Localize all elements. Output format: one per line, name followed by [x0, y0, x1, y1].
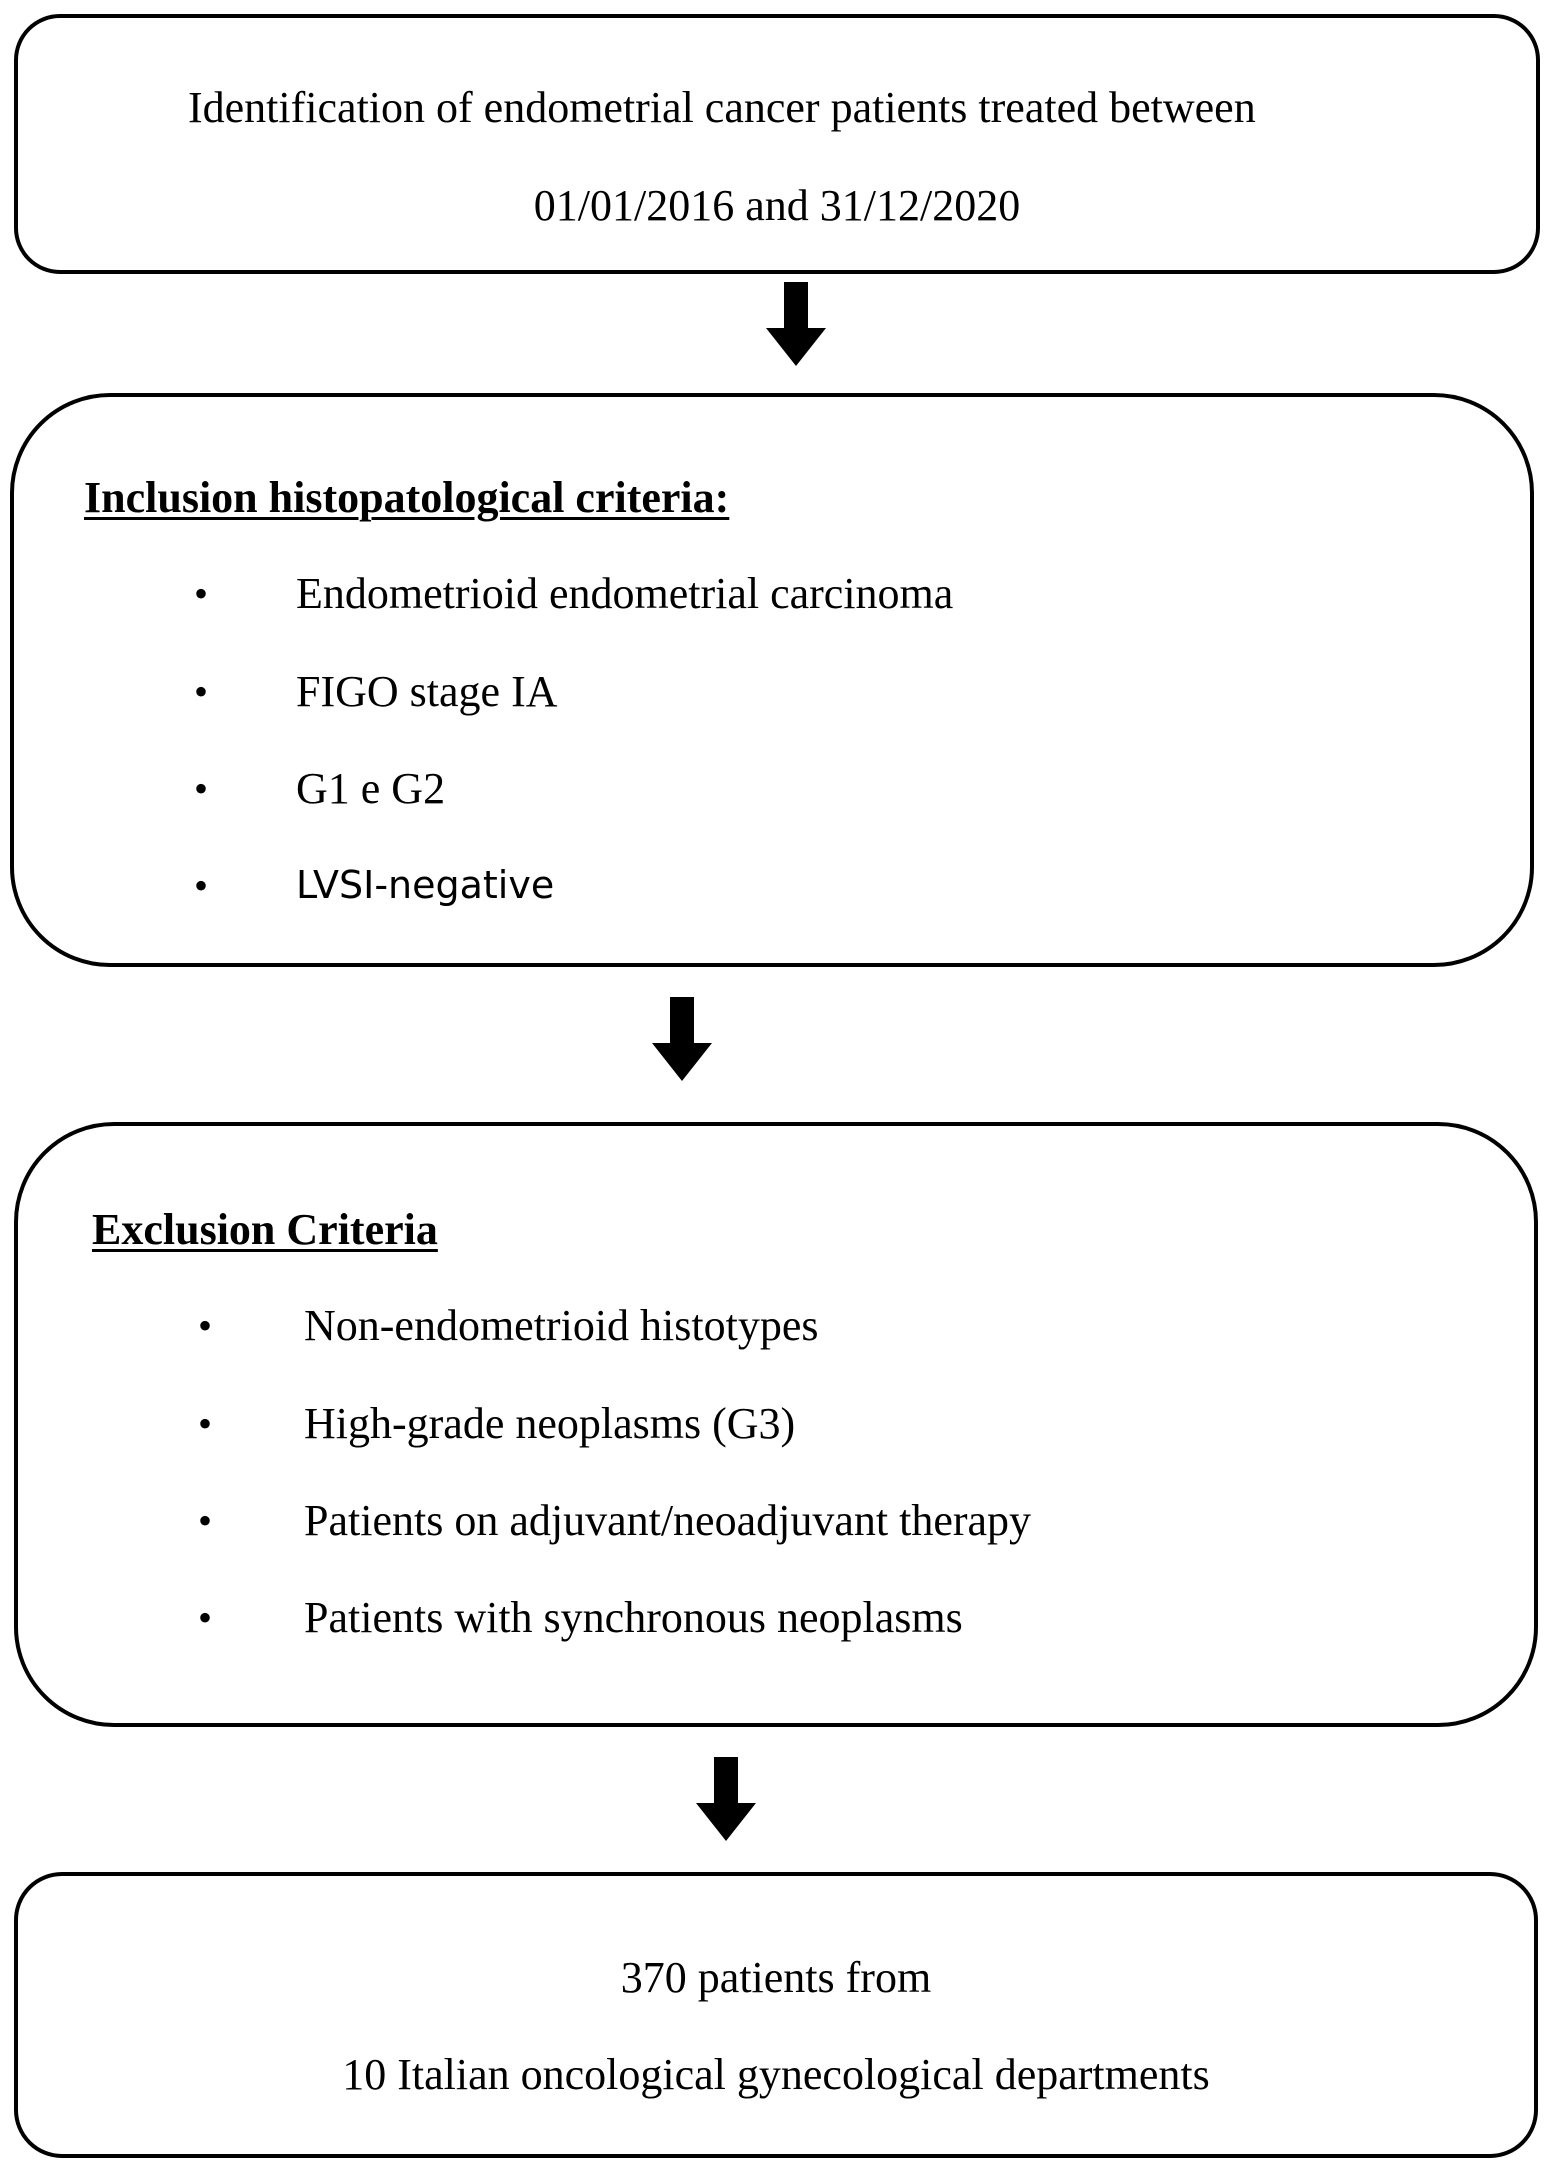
bullet-icon: •: [198, 1595, 213, 1640]
exclusion-item-histotypes: Non-endometrioid histotypes: [304, 1301, 819, 1350]
result-line-2: 10 Italian oncological gynecological dep…: [342, 2050, 1210, 2099]
exclusion-item-synchronous: Patients with synchronous neoplasms: [304, 1593, 963, 1642]
bullet-icon: •: [194, 669, 209, 714]
inclusion-item-histotype: Endometrioid endometrial carcinoma: [296, 569, 954, 618]
inclusion-item-grade: G1 e G2: [296, 764, 446, 813]
exclusion-item-therapy: Patients on adjuvant/neoadjuvant therapy: [304, 1496, 1032, 1545]
bullet-icon: •: [194, 863, 209, 908]
arrow-down-icon: [696, 1757, 756, 1841]
bullet-icon: •: [198, 1303, 213, 1348]
inclusion-heading: Inclusion histopatological criteria:: [84, 473, 730, 522]
inclusion-criteria-box: Inclusion histopatological criteria: • E…: [10, 393, 1534, 967]
bullet-icon: •: [194, 766, 209, 811]
identification-box: Identification of endometrial cancer pat…: [14, 14, 1540, 274]
bullet-icon: •: [198, 1401, 213, 1446]
inclusion-item-lvsi: LVSI-negative: [296, 863, 555, 907]
exclusion-heading: Exclusion Criteria: [92, 1205, 438, 1254]
identification-line-2: 01/01/2016 and 31/12/2020: [533, 181, 1021, 230]
arrow-down-icon: [766, 282, 826, 366]
exclusion-item-high-grade: High-grade neoplasms (G3): [304, 1399, 796, 1448]
result-box: 370 patients from 10 Italian oncological…: [14, 1872, 1538, 2158]
bullet-icon: •: [198, 1498, 213, 1543]
inclusion-item-figo-stage: FIGO stage IA: [296, 667, 558, 716]
bullet-icon: •: [194, 571, 209, 616]
identification-line-1: Identification of endometrial cancer pat…: [188, 83, 1256, 132]
exclusion-criteria-box: Exclusion Criteria • Non-endometrioid hi…: [14, 1122, 1538, 1727]
result-line-1: 370 patients from: [620, 1953, 932, 2002]
arrow-down-icon: [652, 997, 712, 1081]
